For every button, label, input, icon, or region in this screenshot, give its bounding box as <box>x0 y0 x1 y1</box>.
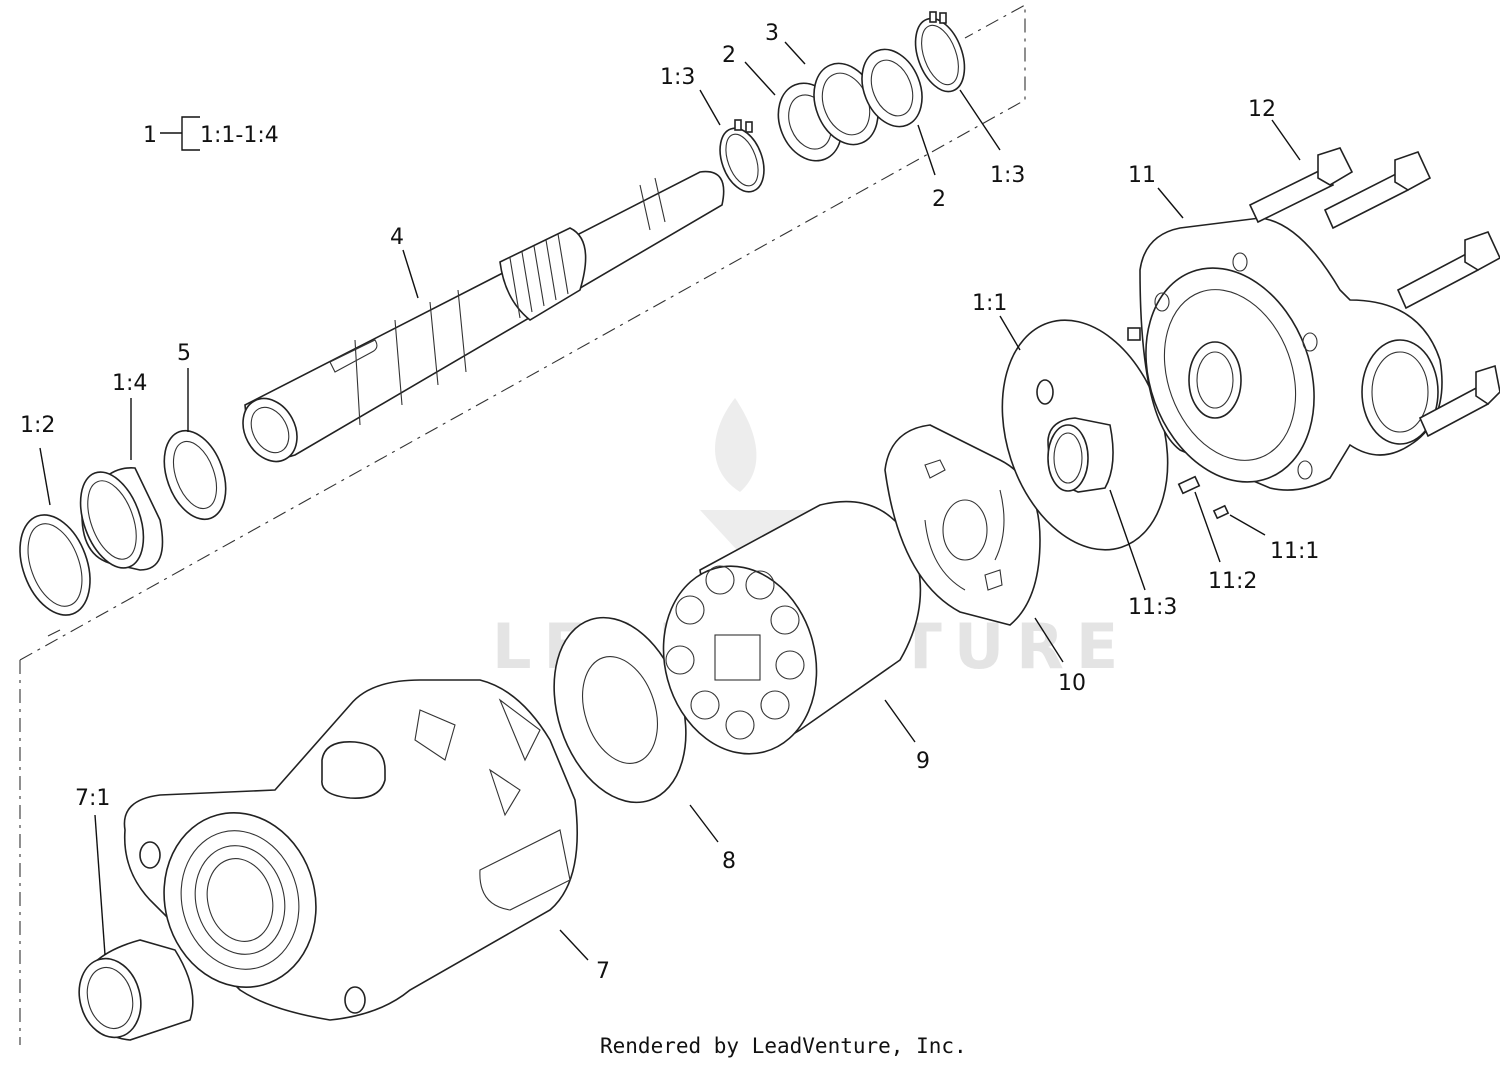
bolt-4 <box>1418 364 1500 438</box>
legend-range-label: 1:1-1:4 <box>200 123 279 148</box>
callout-11: 11 <box>1128 163 1156 188</box>
callout-2-right: 2 <box>932 187 946 212</box>
callout-11-3: 11:3 <box>1128 595 1177 620</box>
washer-part-5 <box>163 429 227 521</box>
bolts-part-12 <box>1248 147 1500 438</box>
callout-12: 12 <box>1248 97 1276 122</box>
bearing-part-1-4 <box>79 467 164 571</box>
legend-bracket: 1 1:1-1:4 <box>143 116 279 151</box>
callout-1-4: 1:4 <box>112 371 147 396</box>
bolt-3 <box>1396 231 1500 310</box>
render-credit: Rendered by LeadVenture, Inc. <box>600 1034 967 1058</box>
piston-ring-circles <box>665 565 805 740</box>
retaining-ring-part-1-3-right <box>914 11 966 93</box>
callout-1-1: 1:1 <box>972 291 1007 316</box>
callout-11-1: 11:1 <box>1270 539 1319 564</box>
callout-labels: 1:3 2 3 2 1:3 4 5 1:4 1:2 7:1 7 8 9 10 1… <box>20 21 1319 984</box>
end-cap-part-11 <box>1127 217 1443 491</box>
callout-1-2: 1:2 <box>20 413 55 438</box>
bolt-1 <box>1248 147 1354 224</box>
bolt-2 <box>1323 151 1432 230</box>
callout-1-3-left: 1:3 <box>660 65 695 90</box>
legend-parent-label: 1 <box>143 123 157 148</box>
callout-2-left: 2 <box>722 43 736 68</box>
needle-bearing-part-11-3 <box>1047 417 1114 493</box>
callout-1-3-right: 1:3 <box>990 163 1025 188</box>
thrust-washer-part-2-right <box>861 48 923 128</box>
callout-7-1: 7:1 <box>75 786 110 811</box>
snap-ring-part-1-2 <box>19 514 91 616</box>
assembly-boundary <box>19 4 1026 1045</box>
callout-5: 5 <box>177 341 191 366</box>
pin-part-11-1 <box>1212 504 1230 520</box>
callout-4: 4 <box>390 225 404 250</box>
leader-lines <box>39 41 1301 961</box>
callout-10: 10 <box>1058 671 1086 696</box>
bearing-part-7-1 <box>78 939 194 1041</box>
callout-3: 3 <box>765 21 779 46</box>
housing-part-7 <box>123 679 578 1021</box>
callout-8: 8 <box>722 849 736 874</box>
rotating-group-part-9 <box>662 500 922 755</box>
callout-9: 9 <box>916 749 930 774</box>
valve-plate-part-10 <box>884 424 1041 626</box>
callout-7: 7 <box>596 959 610 984</box>
pin-part-11-2 <box>1177 475 1201 495</box>
callout-11-2: 11:2 <box>1208 569 1257 594</box>
shaft-part-4 <box>242 170 725 463</box>
retaining-ring-part-1-3-left <box>719 119 765 193</box>
